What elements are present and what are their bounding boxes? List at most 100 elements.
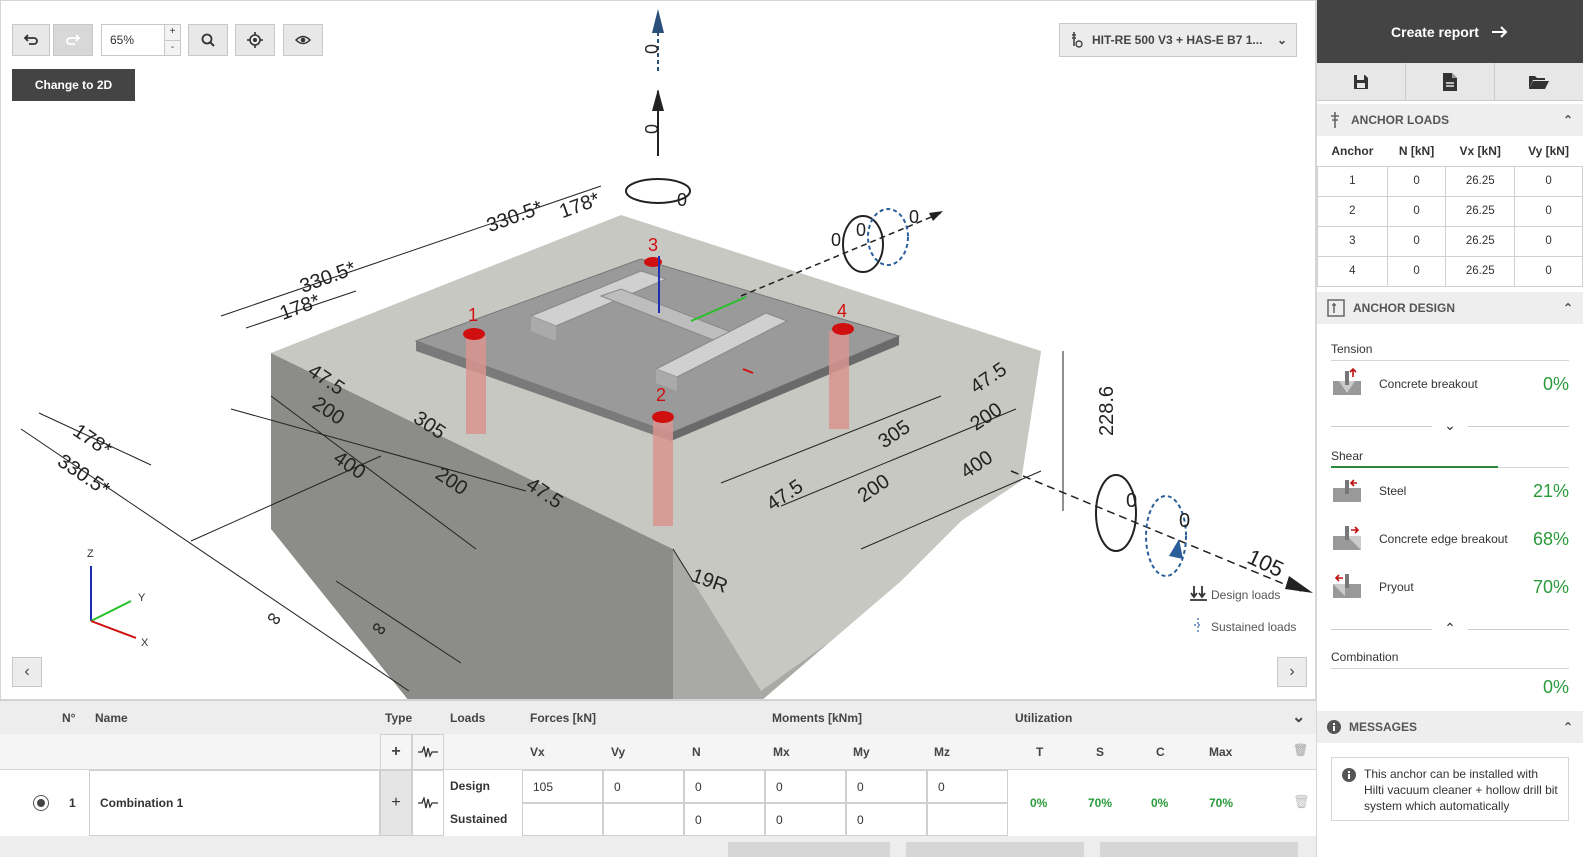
sustained-vy-input[interactable] <box>603 803 684 836</box>
file-icon <box>1443 72 1457 91</box>
static-type-toggle[interactable]: + <box>380 770 412 836</box>
col-vx: Vx <box>530 745 545 759</box>
seismic-type-toggle[interactable] <box>412 770 444 836</box>
col-my: My <box>853 745 870 759</box>
product-name: HIT-RE 500 V3 + HAS-E B7 1... <box>1092 33 1263 47</box>
change-to-2d-button[interactable]: Change to 2D <box>12 69 135 101</box>
dim-label: 330.5* <box>297 257 359 298</box>
anchor-4-label: 4 <box>837 301 847 321</box>
cell: 2 <box>1317 195 1388 227</box>
delete-row-icon[interactable]: 🗑 <box>1293 794 1310 809</box>
prev-view-button[interactable]: ‹ <box>12 657 42 687</box>
col-s: S <box>1096 745 1105 759</box>
utilization-max: 70% <box>1209 796 1234 810</box>
create-report-button[interactable]: Create report <box>1317 0 1583 63</box>
expand-tension-toggle[interactable]: ⌄ <box>1331 409 1569 443</box>
col-vy: Vy <box>611 745 626 759</box>
sustained-mz-input[interactable] <box>927 803 1008 836</box>
design-my-input[interactable]: 0 <box>846 770 927 803</box>
chevron-up-icon: ⌃ <box>1432 620 1468 637</box>
chevron-up-icon[interactable]: ⌃ <box>1562 719 1573 734</box>
chevron-right-icon: › <box>1289 663 1295 680</box>
tension-heading: Tension <box>1331 324 1569 361</box>
dim-label: 228.6 <box>1096 386 1118 436</box>
combination-heading: Combination <box>1331 646 1569 669</box>
shear-heading: Shear <box>1331 443 1569 468</box>
design-n-input[interactable]: 0 <box>684 770 765 803</box>
new-file-button[interactable] <box>1406 63 1495 100</box>
eye-icon <box>295 35 311 45</box>
sustained-mx-input[interactable]: 0 <box>765 803 846 836</box>
cell: 0 <box>1386 165 1447 197</box>
save-icon <box>1354 74 1368 89</box>
cell: 0 <box>1386 225 1447 257</box>
util-label: Concrete breakout <box>1379 377 1478 391</box>
sustained-my-input[interactable]: 0 <box>846 803 927 836</box>
util-value: 68% <box>1532 529 1569 549</box>
util-combination[interactable]: 0% <box>1331 669 1569 707</box>
force-label-n-design: 0 <box>642 124 662 134</box>
product-select[interactable]: HIT-RE 500 V3 + HAS-E B7 1... ⌄ <box>1059 23 1297 57</box>
sustained-n-input[interactable]: 0 <box>684 803 765 836</box>
anchor-design-header[interactable]: ANCHOR DESIGN ⌃ <box>1317 291 1583 324</box>
collapse-shear-toggle[interactable]: ⌃ <box>1331 612 1569 646</box>
trash-icon[interactable]: 🗑 <box>1293 743 1309 757</box>
col-forces: Forces [kN] <box>530 711 597 725</box>
select-row-radio[interactable] <box>33 795 49 811</box>
add-seismic-type-button[interactable] <box>412 734 444 770</box>
chevron-up-icon[interactable]: ⌃ <box>1562 300 1573 315</box>
zoom-increment-button[interactable]: + <box>164 25 180 40</box>
util-steel[interactable]: Steel 21% <box>1331 468 1569 516</box>
dim-label: ∞ <box>262 605 286 631</box>
anchor-3-label: 3 <box>648 235 658 255</box>
redo-button[interactable] <box>53 24 93 56</box>
anchor-plate-scene[interactable]: 1 2 3 4 0 0 0 0 0 0 0 0 105 178* 330.5* … <box>1 1 1316 700</box>
col-vx: Vx [kN] <box>1459 143 1501 158</box>
chevron-left-icon: ‹ <box>24 663 30 680</box>
anchor-1-head <box>463 328 485 340</box>
sustained-loads-icon <box>1189 617 1211 636</box>
legend-design-loads[interactable]: Design loads <box>1189 585 1280 604</box>
chevron-up-icon[interactable]: ⌃ <box>1562 113 1573 127</box>
arrow-right-icon <box>1491 25 1508 38</box>
save-button[interactable] <box>1317 63 1406 100</box>
zoom-decrement-button[interactable]: - <box>164 40 180 55</box>
util-concrete-edge[interactable]: Concrete edge breakout 68% <box>1331 516 1569 564</box>
design-mz-input[interactable]: 0 <box>927 770 1008 803</box>
open-folder-button[interactable] <box>1495 63 1583 100</box>
legend-sustained-loads[interactable]: Sustained loads <box>1189 617 1296 636</box>
design-loads-icon <box>1189 585 1211 604</box>
footer-button[interactable] <box>728 842 890 857</box>
center-view-button[interactable] <box>235 24 275 56</box>
cell: 0 <box>1514 255 1583 287</box>
3d-viewport[interactable]: 1 2 3 4 0 0 0 0 0 0 0 0 105 178* 330.5* … <box>0 0 1316 700</box>
cell: 0 <box>1386 195 1447 227</box>
design-mx-input[interactable]: 0 <box>765 770 846 803</box>
chevron-down-icon[interactable]: ⌄ <box>1292 709 1306 726</box>
legend-sustained-label: Sustained loads <box>1211 619 1297 634</box>
util-value: 0% <box>1542 677 1569 697</box>
design-vx-input[interactable]: 105 <box>522 770 603 803</box>
util-label: Steel <box>1379 484 1407 498</box>
visibility-button[interactable] <box>283 24 323 56</box>
footer-button[interactable] <box>1100 842 1298 857</box>
util-pryout[interactable]: Pryout 70% <box>1331 564 1569 612</box>
anchor-loads-header[interactable]: ANCHOR LOADS ⌃ <box>1317 104 1583 136</box>
concrete-front-face <box>271 353 673 699</box>
util-concrete-breakout[interactable]: Concrete breakout 0% <box>1331 361 1569 409</box>
message-item: This anchor can be installed with Hilti … <box>1331 756 1569 821</box>
next-view-button[interactable]: › <box>1277 657 1307 687</box>
messages-header[interactable]: MESSAGES ⌃ <box>1317 710 1583 743</box>
col-anchor: Anchor <box>1331 143 1374 158</box>
pryout-icon <box>1333 574 1361 598</box>
sustained-vx-input[interactable] <box>522 803 603 836</box>
add-static-type-button[interactable]: + <box>380 734 412 770</box>
combination-name-field[interactable]: Combination 1 <box>89 770 380 836</box>
cell: 0 <box>1514 195 1583 227</box>
design-vy-input[interactable]: 0 <box>603 770 684 803</box>
axis-x-label: X <box>141 637 149 649</box>
zoom-input[interactable] <box>102 25 166 55</box>
zoom-search-button[interactable] <box>188 24 228 56</box>
footer-button[interactable] <box>906 842 1084 857</box>
undo-button[interactable] <box>12 24 50 56</box>
